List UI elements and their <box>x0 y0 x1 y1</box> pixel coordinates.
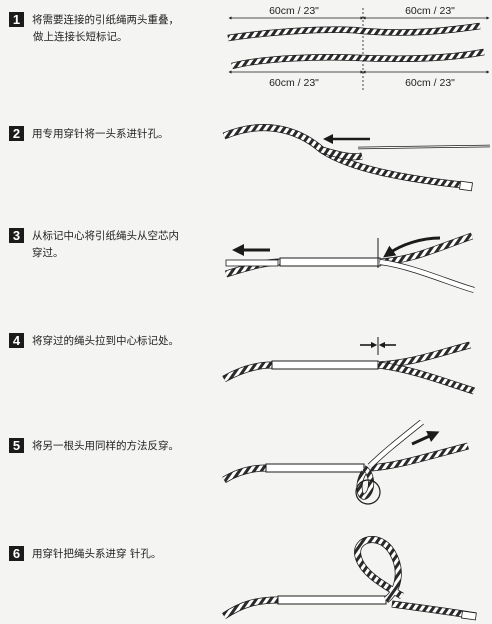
needle-threading-diagram <box>222 124 491 192</box>
final-splice-diagram <box>222 536 477 621</box>
hollow-core-section <box>279 257 381 267</box>
dimension-label: 60cm / 23" <box>269 5 319 17</box>
reverse-threading-diagram <box>222 420 469 505</box>
step-instruction: 将穿过的绳头拉到中心标记处。 <box>32 335 179 347</box>
step-2: 2 用专用穿针将一头系进针孔。 <box>0 110 492 210</box>
step-5: 5 将另一根头用同样的方法反穿。 <box>0 420 492 520</box>
dimension-label: 60cm / 23" <box>405 5 455 17</box>
dimension-label: 60cm / 23" <box>405 77 455 89</box>
rope-overlap-diagram: 60cm / 23" 60cm / 23" 60cm / 23" 60cm / … <box>227 5 490 92</box>
step-4: 4 将穿过的绳头拉到中心标记处。 <box>0 315 492 420</box>
step-number-badge: 6 <box>9 546 24 561</box>
step-6: 6 用穿针把绳头系进穿 针孔。 <box>0 520 492 624</box>
arrow-icon <box>383 236 441 258</box>
step-instruction: 从标记中心将引纸绳头从空芯内 穿过。 <box>32 230 179 259</box>
step-instruction: 将需要连接的引纸绳两头重叠， 做上连接长短标记。 <box>32 14 179 43</box>
dimension-label: 60cm / 23" <box>269 77 319 89</box>
step-3: 3 从标记中心将引纸绳头从空芯内 穿过。 <box>0 210 492 315</box>
step-instruction: 将另一根头用同样的方法反穿。 <box>32 440 179 452</box>
hollow-core-section <box>265 463 365 473</box>
step-instruction: 用专用穿针将一头系进针孔。 <box>32 128 169 140</box>
step-instruction: 用穿针把绳头系进穿 针孔。 <box>32 548 162 560</box>
center-alignment-diagram <box>222 337 476 395</box>
step-number-badge: 5 <box>9 438 24 453</box>
step-number-badge: 4 <box>9 333 24 348</box>
pull-through-diagram <box>224 232 475 293</box>
hollow-core-section <box>277 595 387 605</box>
step-number-badge: 3 <box>9 228 24 243</box>
step-number-badge: 2 <box>9 126 24 141</box>
arrow-icon <box>411 431 440 446</box>
step-1: 1 将需要连接的引纸绳两头重叠， 做上连接长短标记。 60cm / 23" 60… <box>0 0 492 110</box>
step-number-badge: 1 <box>9 12 24 27</box>
hollow-core-section <box>271 360 379 370</box>
